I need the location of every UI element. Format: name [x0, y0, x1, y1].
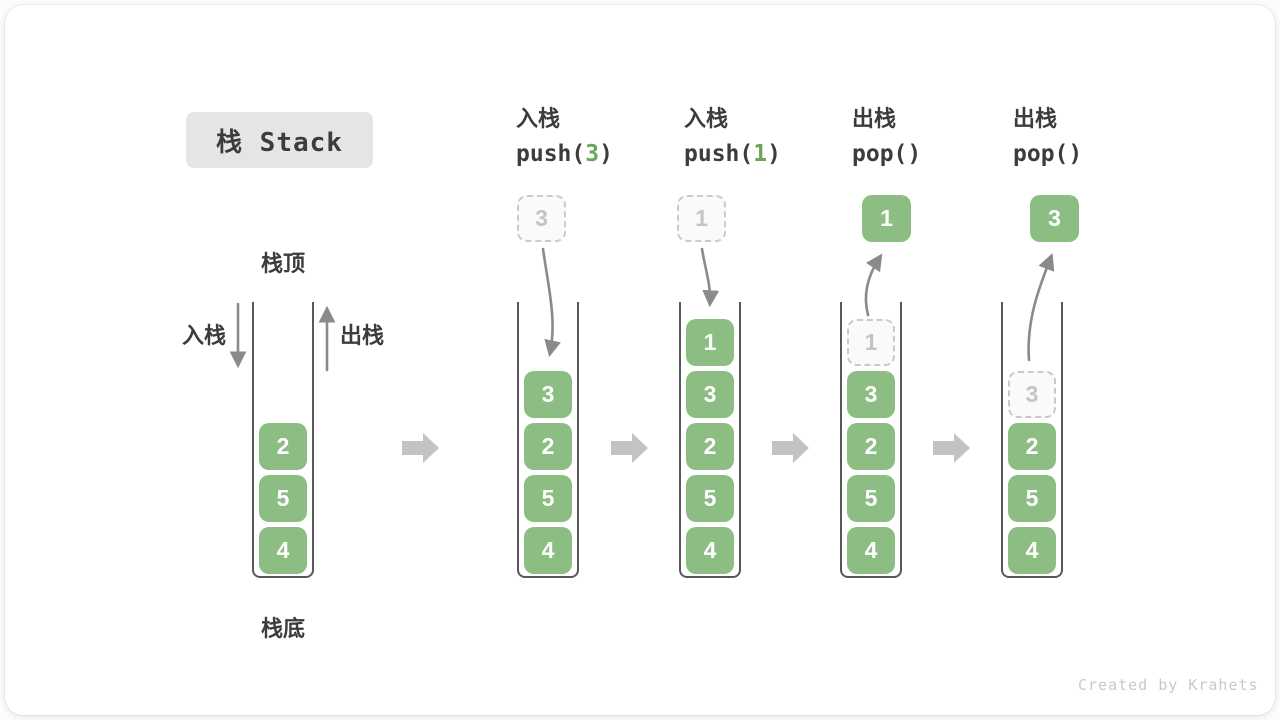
title-text: 栈 Stack [216, 127, 343, 158]
stack-element: 3 [524, 371, 572, 418]
stack-bottom-label: 栈底 [260, 616, 305, 641]
stack-element: 2 [1008, 423, 1056, 470]
stack-element: 2 [847, 423, 895, 470]
stack-element: 5 [847, 475, 895, 522]
stack-element: 5 [1008, 475, 1056, 522]
stack-pop-1-label: 出栈 pop() [852, 106, 921, 167]
stack-top-label: 栈顶 [260, 251, 305, 276]
stack-push-1-floating-value: 1 [677, 195, 726, 242]
code-part: pop() [1013, 141, 1083, 167]
code-part: 3 [585, 141, 600, 167]
stack-element: 4 [1008, 527, 1056, 574]
operation-code: pop() [1013, 141, 1082, 167]
stack-push-3-label: 入栈 push(3) [516, 106, 613, 167]
stack-push-1-container [679, 302, 741, 578]
stack-element: 2 [259, 423, 307, 470]
stack-push-1-label: 入栈 push(1) [684, 106, 781, 167]
operation-name: 入栈 [516, 106, 561, 131]
stack-push-3-container [517, 302, 579, 578]
operation-code: push(1) [684, 141, 781, 167]
stack-element: 1 [686, 319, 734, 366]
stack-pop-1-floating-value: 1 [862, 195, 911, 242]
stack-push-3-floating-value: 3 [517, 195, 566, 242]
stack-pop-3-label: 出栈 pop() [1013, 106, 1082, 167]
stack-element: 3 [1008, 371, 1056, 418]
operation-name: 出栈 [852, 106, 897, 131]
code-part: pop() [852, 141, 922, 167]
push-legend-label: 入栈 [181, 323, 226, 348]
pop-legend-label: 出栈 [340, 323, 385, 348]
stack-pop-1-container [840, 302, 902, 578]
code-part: ) [767, 141, 781, 167]
stack-pop-3-container [1001, 302, 1063, 578]
stack-element: 5 [686, 475, 734, 522]
operation-code: push(3) [516, 141, 613, 167]
code-part: push( [516, 141, 586, 167]
code-part: ) [599, 141, 613, 167]
stack-element: 4 [524, 527, 572, 574]
stack-element: 5 [524, 475, 572, 522]
stack-element: 4 [259, 527, 307, 574]
stack-element: 3 [847, 371, 895, 418]
stack-element: 4 [686, 527, 734, 574]
stack-element: 4 [847, 527, 895, 574]
operation-name: 入栈 [684, 106, 729, 131]
stack-initial-container [252, 302, 314, 578]
stack-element: 2 [524, 423, 572, 470]
code-part: 1 [753, 141, 768, 167]
stack-pop-3-floating-value: 3 [1030, 195, 1079, 242]
stack-element: 2 [686, 423, 734, 470]
credit-text: Created by Krahets [1078, 676, 1259, 694]
code-part: push( [684, 141, 754, 167]
operation-name: 出栈 [1013, 106, 1058, 131]
stack-element: 3 [686, 371, 734, 418]
stack-element: 1 [847, 319, 895, 366]
operation-code: pop() [852, 141, 921, 167]
title-badge: 栈 Stack [186, 112, 373, 168]
stack-element: 5 [259, 475, 307, 522]
